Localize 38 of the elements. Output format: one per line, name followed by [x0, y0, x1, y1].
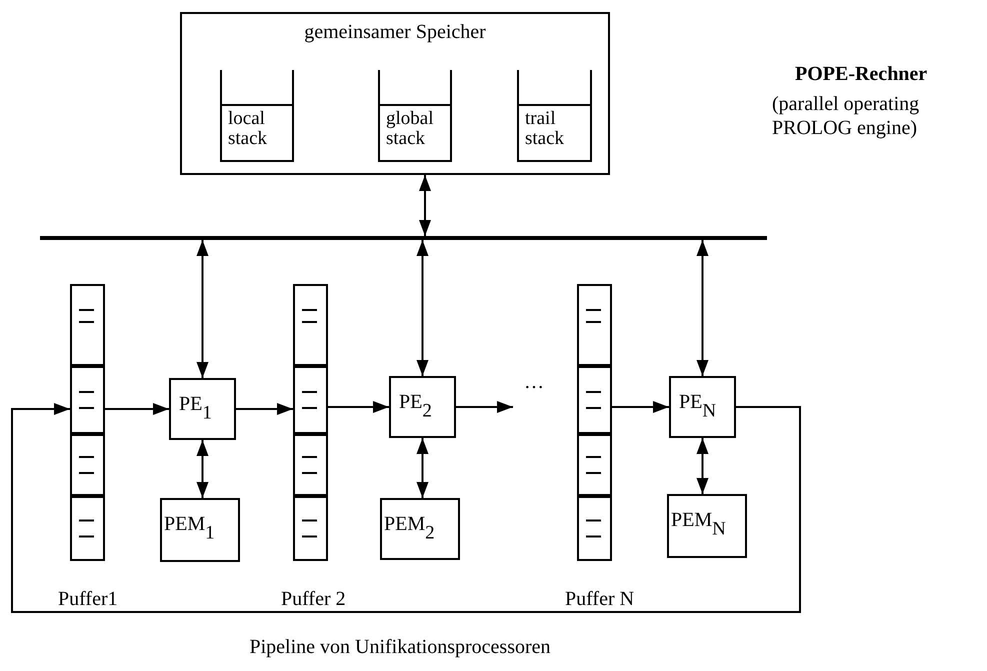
connector-arrow: [456, 401, 513, 413]
system-description: (parallel operating PROLOG engine): [772, 92, 920, 140]
connector-arrow: [416, 438, 428, 498]
stack-label: global stack: [386, 109, 434, 149]
stack-container: [378, 70, 452, 162]
processor-memory-box: [667, 494, 747, 558]
buffer-label: Puffer N: [565, 589, 634, 610]
connector-arrow: [236, 403, 293, 415]
connector-arrow: [196, 240, 208, 378]
connector-arrow: [419, 175, 431, 236]
connector-arrow: [328, 401, 389, 413]
connector-arrow: [196, 440, 208, 498]
memory-box: [180, 12, 610, 175]
connector-arrow: [696, 438, 708, 494]
buffer-label: Puffer 2: [281, 589, 346, 610]
system-bus: [40, 236, 767, 240]
memory-heading: gemeinsamer Speicher: [303, 22, 487, 43]
processor-box: [169, 378, 236, 440]
stack-label: local stack: [228, 109, 268, 149]
stack-container: [220, 70, 294, 162]
system-name: POPE-Rechner: [795, 64, 928, 85]
stack-container: [517, 70, 592, 162]
stack-label: trail stack: [525, 109, 566, 149]
processor-box: [669, 376, 736, 438]
connector-arrow: [416, 240, 428, 376]
processor-box: [389, 376, 456, 438]
connector-arrow: [11, 403, 801, 613]
diagram-caption: Pipeline von Unifikationsprocessoren: [248, 637, 552, 658]
buffer-column: [577, 284, 612, 561]
buffer-label: Puffer1: [58, 589, 118, 610]
connector-arrow: [696, 240, 708, 376]
buffer-column: [293, 284, 328, 561]
connector-arrow: [612, 401, 669, 413]
processor-memory-box: [160, 498, 240, 562]
buffer-column: [70, 284, 105, 561]
ellipsis: …: [524, 372, 544, 393]
processor-memory-box: [380, 498, 460, 560]
connector-arrow: [105, 403, 169, 415]
